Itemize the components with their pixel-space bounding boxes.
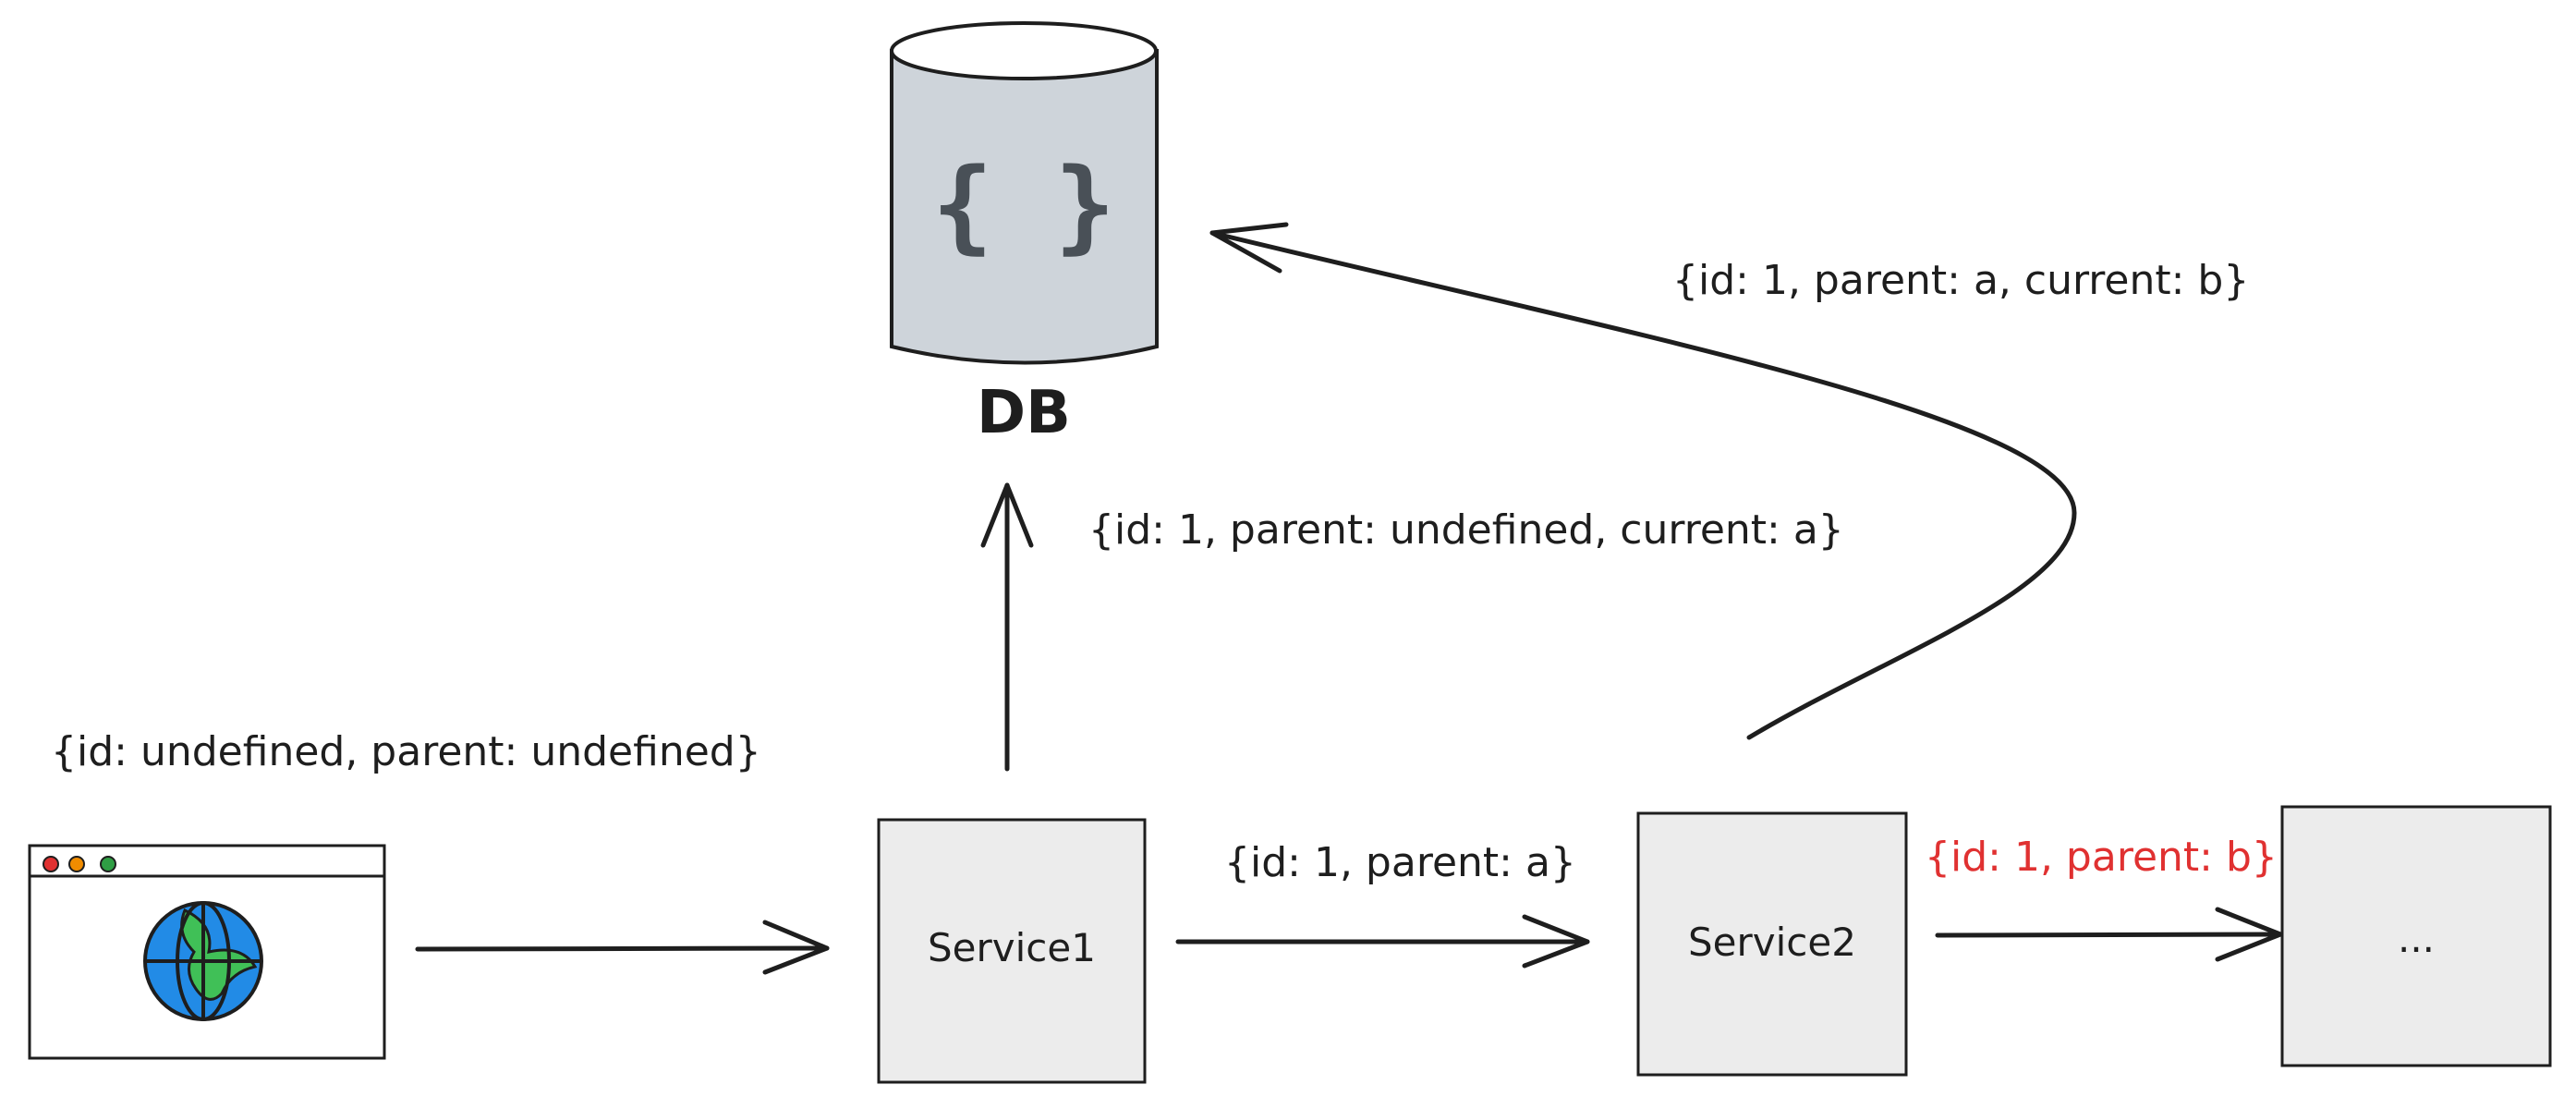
db-label: DB: [977, 379, 1071, 447]
db-cylinder-top: [890, 21, 1158, 80]
service1-box: [877, 818, 1147, 1084]
service1-node[interactable]: Service1: [877, 818, 1147, 1084]
arrow-service2-to-db: [1209, 222, 2077, 740]
db-cylinder-body: [890, 49, 1159, 365]
message-service1-to-db: {id: 1, parent: undefined, current: a}: [1088, 506, 1844, 554]
service2-label: Service2: [1688, 920, 1856, 965]
next-service-label: ...: [2398, 916, 2435, 961]
arrow-service1-to-db: [980, 482, 1034, 772]
browser-maximize-dot: [100, 856, 116, 872]
service1-label: Service1: [928, 925, 1096, 970]
service2-node[interactable]: Service2: [1636, 811, 1908, 1077]
next-service-node[interactable]: ...: [2280, 805, 2552, 1067]
arrow-client-to-service1: [415, 920, 830, 975]
message-service2-to-db: {id: 1, parent: a, current: b}: [1672, 257, 2249, 304]
message-client-to-service1: {id: undefined, parent: undefined}: [51, 728, 761, 775]
service2-box: [1636, 811, 1908, 1077]
db-braces-icon: { }: [932, 146, 1116, 264]
message-service2-to-next: {id: 1, parent: b}: [1925, 834, 2278, 881]
message-service1-to-service2: {id: 1, parent: a}: [1224, 839, 1576, 886]
browser-client[interactable]: [28, 844, 386, 1060]
browser-close-dot: [43, 856, 59, 872]
arrow-service2-to-next: [1935, 907, 2283, 962]
globe-icon: [143, 901, 263, 1021]
next-service-box: [2280, 805, 2552, 1067]
db-node[interactable]: { }: [890, 21, 1159, 365]
arrow-service1-to-service2: [1175, 914, 1590, 969]
browser-minimize-dot: [68, 856, 85, 872]
